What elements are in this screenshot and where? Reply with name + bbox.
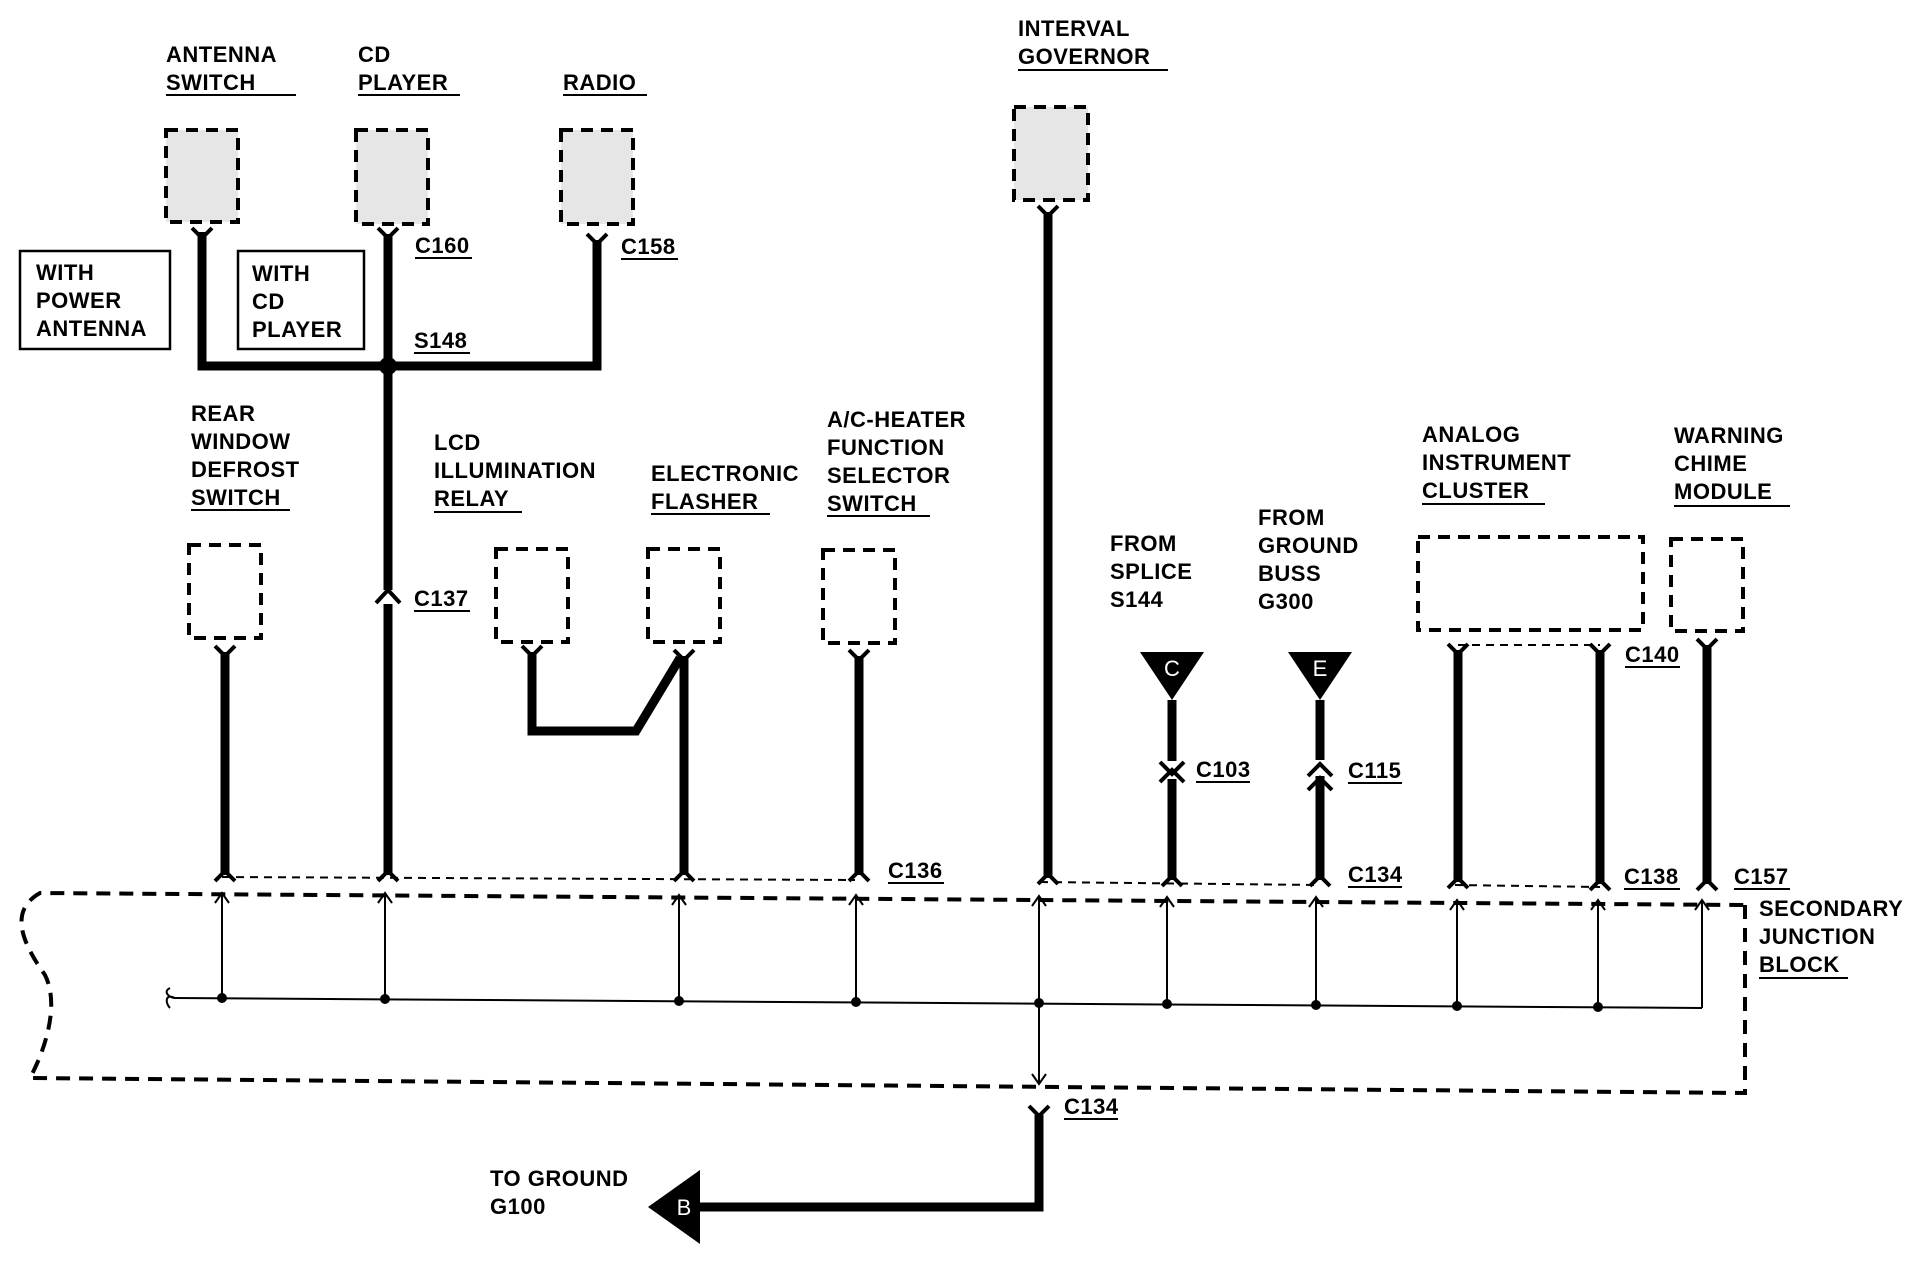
electronic-flasher-box	[646, 547, 722, 644]
connector-c137-label: C137	[414, 586, 469, 611]
connector-c136-label: C136	[888, 858, 943, 883]
marker-c-label: C	[1164, 656, 1180, 681]
secondary-junction-block-outline	[19, 890, 1747, 1096]
cd-player-label: CD PLAYER	[358, 42, 448, 95]
junction-bus-dots	[217, 993, 1603, 1012]
warning-chime-module-label: WARNING CHIME MODULE	[1674, 423, 1790, 504]
interval-governor-label: INTERVAL GOVERNOR	[1018, 16, 1150, 69]
connector-c136-dashline	[221, 876, 856, 881]
connector-c103-label: C103	[1196, 757, 1251, 782]
cd-player-box	[354, 128, 430, 226]
rear-window-defrost-switch-label: REAR WINDOW DEFROST SWITCH	[191, 401, 306, 510]
connector-c115-label: C115	[1348, 758, 1401, 783]
marker-b-arrow	[648, 1170, 700, 1244]
with-power-antenna-note: WITH POWER ANTENNA	[36, 260, 147, 341]
marker-e-triangle	[1288, 652, 1352, 700]
splice-s148-label: S148	[414, 328, 467, 353]
connector-c158-label: C158	[621, 234, 676, 259]
connector-c134-dashline	[1039, 881, 1319, 886]
antenna-switch-wire	[197, 232, 388, 371]
ac-heater-function-selector-switch-label: A/C-HEATER FUNCTION SELECTOR SWITCH	[827, 407, 973, 516]
lcd-illumination-relay-label: LCD ILLUMINATION RELAY	[434, 430, 603, 511]
bus-end-squiggle	[165, 987, 176, 1009]
connector-c160-label: C160	[415, 233, 470, 258]
ac-heater-function-selector-switch-box	[821, 548, 897, 645]
connector-c138-dashline	[1454, 884, 1601, 888]
antenna-switch-box	[164, 128, 240, 224]
lcd-relay-to-flasher-wire	[527, 652, 684, 736]
radio-wire	[388, 240, 602, 371]
marker-c-triangle	[1140, 652, 1204, 700]
marker-e-label: E	[1313, 656, 1328, 681]
from-splice-note: FROM SPLICE S144	[1110, 531, 1199, 612]
to-ground-wire	[700, 1115, 1044, 1212]
analog-instrument-cluster-label: ANALOG INSTRUMENT CLUSTER	[1422, 422, 1578, 503]
radio-label: RADIO	[563, 70, 636, 95]
rear-window-defrost-switch-box	[187, 543, 263, 640]
warning-chime-module-box	[1669, 537, 1745, 633]
junction-bus-line	[174, 997, 1703, 1009]
connector-forks	[190, 204, 1719, 1119]
with-cd-player-frame	[236, 249, 366, 351]
lcd-illumination-relay-box	[494, 547, 570, 644]
splice-s148	[379, 357, 397, 375]
from-ground-buss-note: FROM GROUND BUSS G300	[1258, 505, 1365, 614]
with-power-antenna-frame	[18, 249, 172, 351]
junction-internal-taps	[214, 891, 1710, 1086]
electronic-flasher-label: ELECTRONIC FLASHER	[651, 461, 806, 514]
connector-c157-label: C157	[1734, 864, 1789, 889]
connector-c140-label: C140	[1625, 642, 1680, 667]
interval-governor-box	[1012, 105, 1090, 202]
radio-box	[559, 128, 635, 226]
connector-c134-bottom-label: C134	[1064, 1094, 1119, 1119]
analog-instrument-cluster-box	[1416, 535, 1645, 632]
with-cd-player-note: WITH CD PLAYER	[252, 261, 342, 342]
to-ground-note: TO GROUND G100	[490, 1166, 635, 1219]
antenna-switch-label: ANTENNA SWITCH	[166, 42, 283, 95]
marker-b-label: B	[677, 1195, 692, 1220]
connector-c134-top-label: C134	[1348, 862, 1403, 887]
connector-c138-label: C138	[1624, 864, 1679, 889]
secondary-junction-block-label: SECONDARY JUNCTION BLOCK	[1759, 896, 1909, 977]
